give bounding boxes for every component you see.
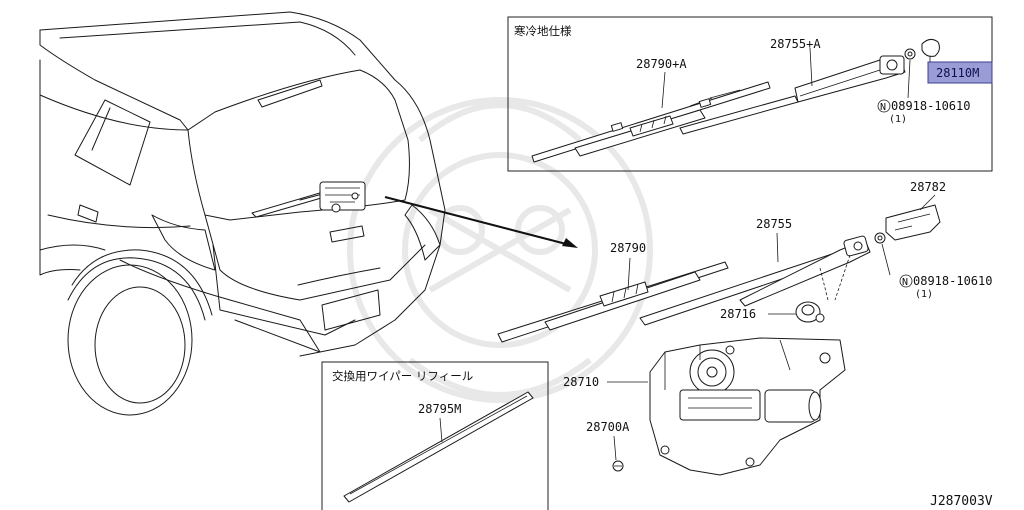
label-28790a: 28790+A — [636, 57, 687, 71]
detail-arrow — [384, 196, 578, 248]
label-28710: 28710 — [563, 375, 599, 389]
car-rear-illustration — [39, 11, 446, 416]
cap-28782 — [885, 194, 941, 241]
label-28755: 28755 — [756, 217, 792, 231]
blade-28790 — [497, 261, 729, 343]
label-nut-mid-qty: (1) — [915, 289, 933, 300]
label-28700a: 28700A — [586, 420, 630, 434]
arm-28755a — [679, 38, 940, 135]
label-nut-mid: 08918-10610 — [913, 274, 992, 288]
highlight-28110m[interactable]: 28110M — [927, 61, 993, 84]
blade-28790a — [531, 81, 771, 163]
label-28755a: 28755+A — [770, 37, 821, 51]
label-28716: 28716 — [720, 307, 756, 321]
motor-28710 — [649, 337, 846, 476]
refill-title: 交換用ワイパー リフィール — [332, 369, 473, 383]
n-symbol-mid: N — [902, 277, 908, 288]
label-nut-top: 08918-10610 — [891, 99, 970, 113]
diagram-code: J287003V — [930, 494, 993, 509]
label-28110m: 28110M — [936, 66, 979, 80]
label-nut-top-qty: (1) — [889, 114, 907, 125]
grommet-28716 — [795, 301, 825, 323]
label-28795m: 28795M — [418, 402, 461, 416]
cold-region-title: 寒冷地仕様 — [514, 24, 572, 38]
n-symbol-top: N — [880, 102, 886, 113]
arm-28755 — [639, 232, 886, 326]
cold-region-inset: 寒冷地仕様 28790+A 28755+A — [507, 16, 993, 172]
label-28782: 28782 — [910, 180, 946, 194]
refill-inset: 交換用ワイパー リフィール 28795M — [321, 361, 549, 510]
main-assembly: 28782 28755 N 08918-10610 (1) 28790 — [497, 180, 992, 476]
label-28790: 28790 — [610, 241, 646, 255]
bolt-28700a — [612, 460, 624, 472]
watermark — [347, 97, 653, 403]
